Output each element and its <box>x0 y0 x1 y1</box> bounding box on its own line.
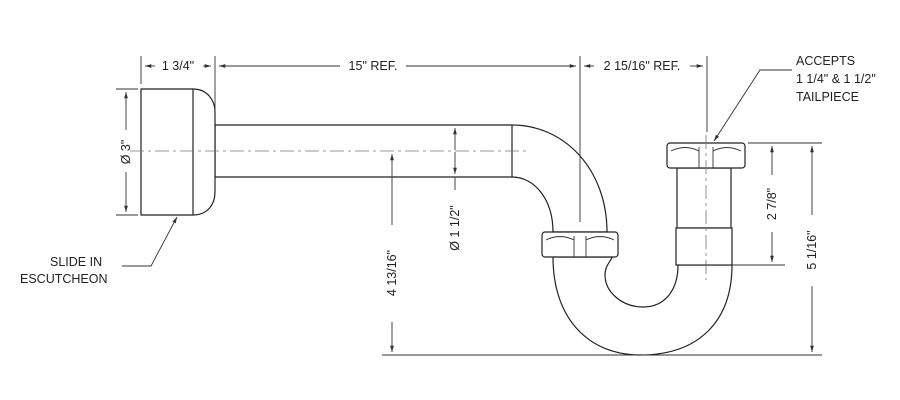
dim-overall-height: 5 1/16" <box>805 230 819 269</box>
trap-arm <box>214 124 608 233</box>
dim-trap-offset: 2 15/16" REF. <box>604 59 681 73</box>
note-tailpiece-line1: ACCEPTS <box>796 54 855 68</box>
top-dimensions: 1 3/4" 15" REF. 2 15/16" REF. <box>140 56 708 222</box>
note-tailpiece-line2: 1 1/4" & 1 1/2" <box>796 72 876 86</box>
slip-nut-left <box>541 231 619 258</box>
note-escutcheon-line2: ESCUTCHEON <box>20 272 108 286</box>
inlet-tube <box>675 167 733 266</box>
dim-inlet-depth: 2 7/8" <box>765 188 779 220</box>
tailpiece-note: ACCEPTS 1 1/4" & 1 1/2" TAILPIECE <box>713 54 876 142</box>
dim-pipe-diameter: Ø 1 1/2" <box>448 205 462 250</box>
escutcheon <box>140 88 216 216</box>
pipe-diameter-dim: Ø 1 1/2" <box>448 128 462 251</box>
dim-arm-height: 4 13/16" <box>385 250 399 296</box>
dim-arm-length: 15" REF. <box>349 59 398 73</box>
dim-escutcheon-diameter: Ø 3" <box>119 140 133 165</box>
arm-height-dim: 4 13/16" <box>385 154 399 352</box>
note-escutcheon-line1: SLIDE IN <box>50 255 102 269</box>
escutcheon-note: SLIDE IN ESCUTCHEON <box>20 216 178 286</box>
right-dimensions: 2 7/8" 5 1/16" <box>680 142 822 352</box>
dim-escutcheon-depth: 1 3/4" <box>162 59 194 73</box>
trap-j-bend <box>552 256 733 356</box>
escutcheon-diameter-dim: Ø 3" <box>116 88 138 216</box>
note-tailpiece-line3: TAILPIECE <box>796 90 859 104</box>
